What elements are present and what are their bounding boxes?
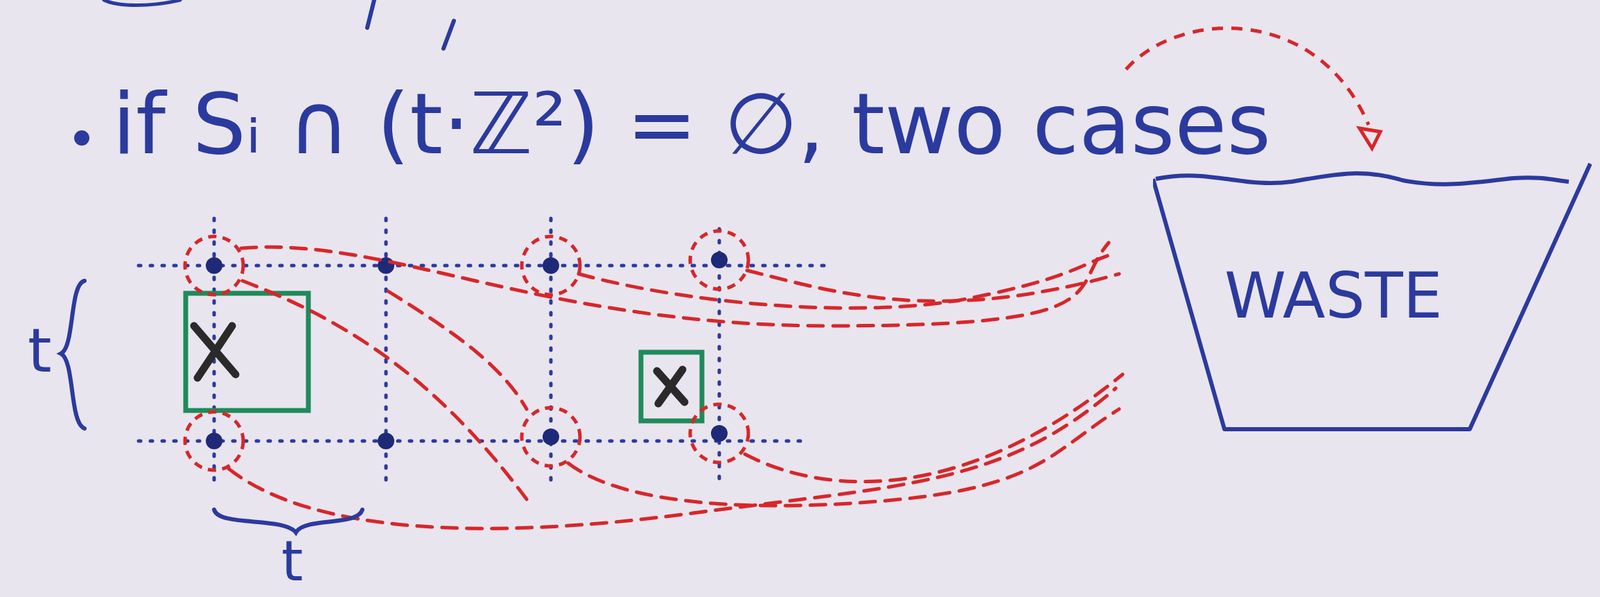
cut-stroke: [443, 20, 454, 49]
basin-outline: [1153, 163, 1591, 429]
cut-stroke: [103, 0, 181, 6]
water-line: [1155, 173, 1569, 185]
arrow-head: [1359, 128, 1381, 149]
green-square: [185, 293, 309, 411]
waste-circle: [185, 230, 749, 470]
brace: [60, 280, 85, 429]
dimension-label: t: [27, 320, 52, 382]
waste-curve: [228, 242, 1123, 529]
node-text: WASTE: [1224, 264, 1443, 328]
brace: [214, 509, 363, 533]
lattice-lines: [138, 218, 829, 486]
dimension-label: t: [281, 533, 303, 589]
cross-mark: [194, 325, 685, 404]
waste-basin: WASTE: [1153, 160, 1592, 432]
green-square: [640, 352, 702, 421]
bullet-dot: [74, 130, 90, 146]
cut-stroke: [367, 0, 375, 28]
lattice-dots: [205, 251, 728, 450]
heading-formula: if Sᵢ ∩ (t·ℤ²) = ∅, two cases: [112, 81, 1271, 167]
